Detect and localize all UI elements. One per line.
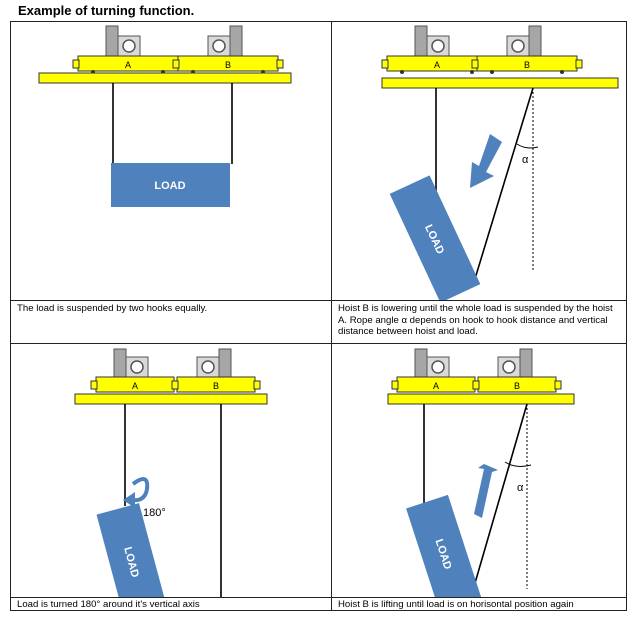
angle-symbol: α xyxy=(522,154,529,166)
down-arrow xyxy=(470,134,502,188)
hoist-b: B xyxy=(172,25,284,74)
crane-beam xyxy=(387,393,575,405)
crane-beam xyxy=(74,393,268,405)
panel-4-caption: Hoist B is lifting until load is on hori… xyxy=(331,597,627,611)
angle-arc xyxy=(504,461,532,467)
hoist-a-label: A xyxy=(132,381,138,391)
panel-2-diagram: A B α LOAD xyxy=(331,21,627,302)
turning-function-table: A B LOAD The load is suspended by two ho… xyxy=(10,21,627,611)
rope-b xyxy=(473,87,534,283)
angle-arc xyxy=(516,143,539,149)
hoist-a: A xyxy=(72,25,184,74)
load-label: LOAD xyxy=(154,180,185,192)
hoist-a-label: A xyxy=(434,60,440,70)
hoist-b: B xyxy=(472,348,562,393)
panel-3-diagram: A B 180° LOAD xyxy=(10,343,332,599)
tilted-load: LOAD xyxy=(96,503,168,599)
tilted-load: LOAD xyxy=(389,175,481,302)
panel-4-svg: A B α LOAD xyxy=(387,348,575,599)
hoist-a: A xyxy=(90,348,180,393)
hoist-b-label: B xyxy=(213,381,219,391)
panel-2-caption: Hoist B is lowering until the whole load… xyxy=(331,300,627,344)
turn-arrowhead xyxy=(123,492,135,508)
hoist-b: B xyxy=(171,348,261,393)
panel-1-svg: A B LOAD xyxy=(38,25,292,207)
hoist-a: A xyxy=(391,348,481,393)
hoist-a: A xyxy=(381,25,493,74)
hoist-b-label: B xyxy=(514,381,520,391)
hoist-b-label: B xyxy=(225,60,231,70)
crane-beam xyxy=(381,77,619,89)
load-box xyxy=(111,163,230,207)
crane-beam xyxy=(38,72,292,84)
panel-4-diagram: A B α LOAD xyxy=(331,343,627,599)
turn-arrow xyxy=(130,477,150,503)
hoist-b: B xyxy=(471,25,583,74)
panel-1-caption: The load is suspended by two hooks equal… xyxy=(10,300,332,344)
rope-b xyxy=(472,403,528,591)
hoist-a-label: A xyxy=(433,381,439,391)
panel-3-svg: A B 180° LOAD xyxy=(74,348,268,599)
tilted-load: LOAD xyxy=(406,494,482,599)
angle-symbol: α xyxy=(517,482,524,494)
panel-3-caption: Load is turned 180° around it's vertical… xyxy=(10,597,332,611)
hoist-a-label: A xyxy=(125,60,131,70)
turn-label: 180° xyxy=(143,507,166,519)
page-title: Example of turning function. xyxy=(18,3,195,18)
hoist-b-label: B xyxy=(524,60,530,70)
panel-2-svg: A B α LOAD xyxy=(381,25,619,302)
panel-1-diagram: A B LOAD xyxy=(10,21,332,301)
up-arrow xyxy=(474,464,498,518)
